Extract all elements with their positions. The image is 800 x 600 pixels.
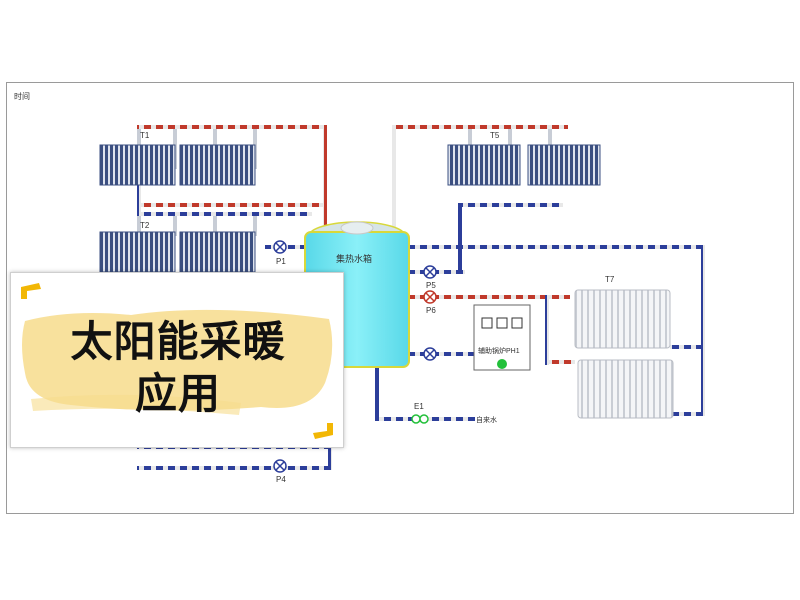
collector-label-t1: T1 bbox=[140, 131, 150, 140]
title-card-decor bbox=[21, 283, 333, 439]
water-meter-e1 bbox=[411, 414, 429, 424]
collector-label-t5: T5 bbox=[490, 131, 500, 140]
inlet-label: 自来水 bbox=[476, 415, 497, 424]
title-card: 太阳能采暖 应用 bbox=[10, 272, 344, 448]
frame-corner-label: 时间 bbox=[14, 91, 30, 101]
pump-label-p4: P4 bbox=[276, 475, 286, 484]
pump-p5[interactable] bbox=[423, 265, 437, 279]
brush-highlight-streak bbox=[31, 394, 241, 415]
pump-lower-right[interactable] bbox=[423, 347, 437, 361]
meter-label: E1 bbox=[414, 402, 424, 411]
heater-label: 辅助锅炉PH1 bbox=[478, 346, 520, 355]
brush-highlight bbox=[22, 309, 333, 411]
auxiliary-boiler bbox=[473, 304, 531, 371]
radiator-lower bbox=[577, 359, 674, 419]
tank-label: 集热水箱 bbox=[336, 253, 372, 264]
collector-array-t2 bbox=[99, 231, 256, 273]
corner-accent-top-left bbox=[21, 283, 41, 299]
right-hot-pipes bbox=[392, 125, 575, 364]
radiator-label: T7 bbox=[605, 275, 615, 284]
collector-label-t2: T2 bbox=[140, 221, 150, 230]
pump-p1[interactable] bbox=[273, 240, 287, 254]
corner-accent-bottom-right bbox=[313, 423, 333, 439]
pump-label-p1: P1 bbox=[276, 257, 286, 266]
pump-p6[interactable] bbox=[423, 290, 437, 304]
collector-array-t5 bbox=[447, 144, 601, 186]
pump-label-p6: P6 bbox=[426, 306, 436, 315]
pump-label-p5: P5 bbox=[426, 281, 436, 290]
left-hot-pipes bbox=[137, 125, 327, 235]
collector-array-t1 bbox=[99, 144, 256, 186]
title-line-2: 应用 bbox=[134, 369, 221, 418]
boiler-status-indicator bbox=[497, 359, 507, 369]
pump-p4[interactable] bbox=[273, 459, 287, 473]
title-line-1: 太阳能采暖 bbox=[70, 317, 286, 366]
radiator-upper bbox=[574, 289, 671, 349]
